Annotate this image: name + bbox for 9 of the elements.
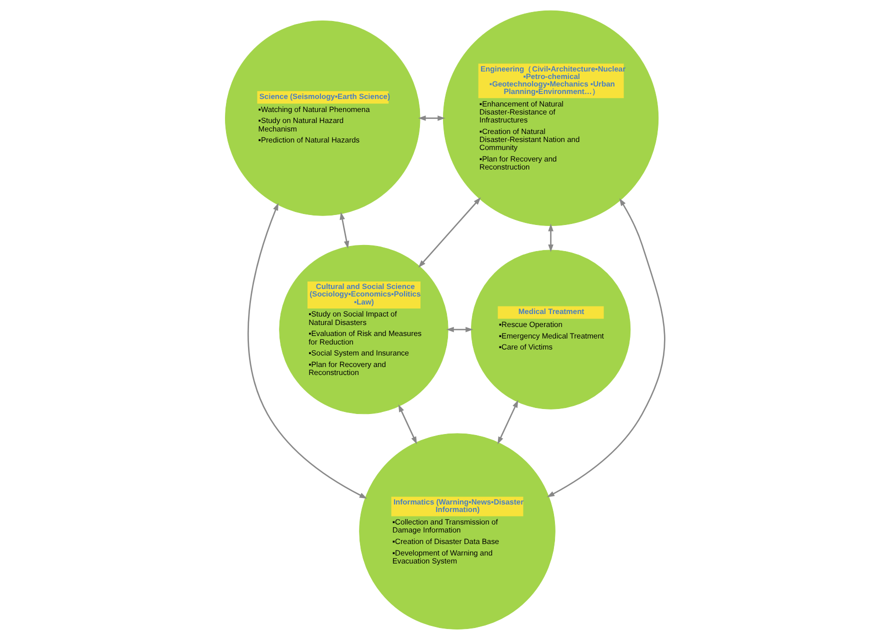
- arrow: [497, 400, 518, 444]
- arrow: [546, 198, 665, 498]
- arrow: [398, 404, 416, 444]
- arrow: [339, 212, 349, 249]
- arrow: [247, 202, 367, 499]
- arrow: [418, 116, 445, 121]
- arrow: [446, 326, 473, 332]
- arrow: [418, 197, 480, 268]
- arrow: [548, 224, 553, 252]
